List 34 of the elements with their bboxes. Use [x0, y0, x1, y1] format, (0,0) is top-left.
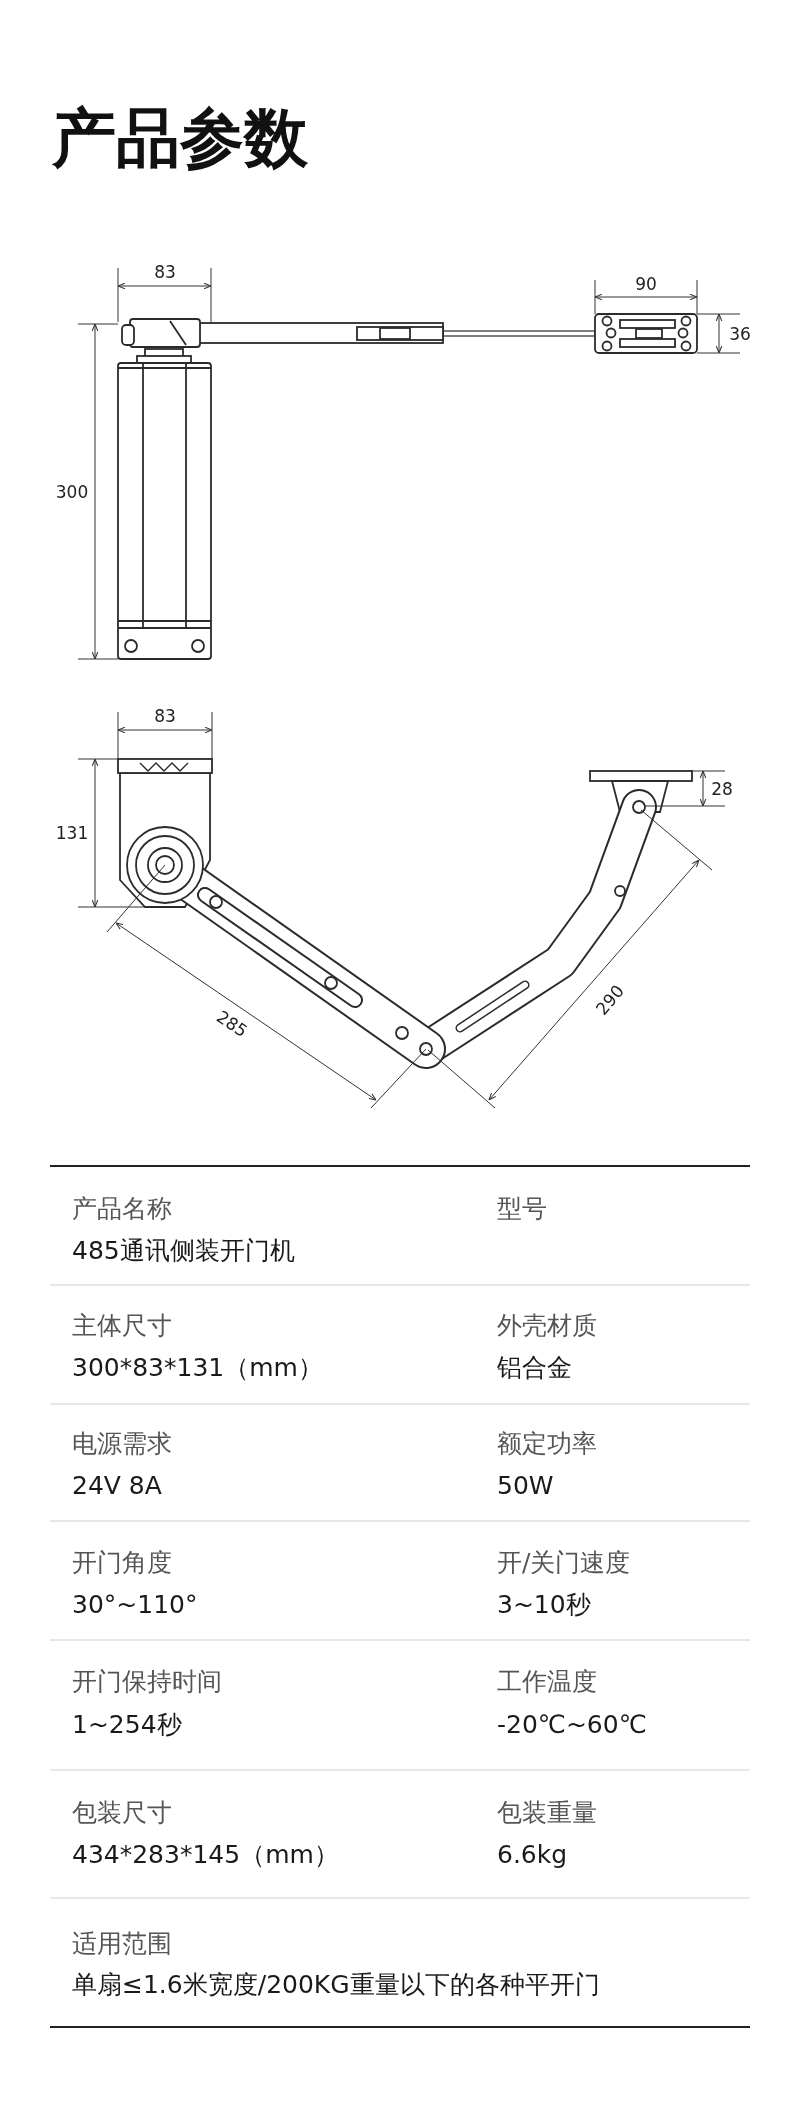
spec-value: 3~10秒 — [497, 1590, 591, 1620]
spec-label: 包装重量 — [497, 1798, 597, 1828]
spec-value: 铝合金 — [497, 1353, 572, 1383]
spec-label: 产品名称 — [72, 1194, 172, 1224]
spec-label: 适用范围 — [72, 1929, 172, 1959]
spec-value: 单扇≤1.6米宽度/200KG重量以下的各种平开门 — [72, 1970, 600, 2000]
spec-value: 1~254秒 — [72, 1710, 182, 1740]
spec-value: -20℃~60℃ — [497, 1710, 647, 1740]
spec-label: 外壳材质 — [497, 1311, 597, 1341]
dimension-label: 131 — [55, 822, 89, 844]
spec-value: 6.6kg — [497, 1840, 568, 1870]
spec-label: 额定功率 — [497, 1429, 597, 1459]
page-title: 产品参数 — [52, 100, 308, 177]
dimension-label: 28 — [711, 778, 733, 800]
spec-value: 30°~110° — [72, 1590, 198, 1620]
spec-label: 开/关门速度 — [497, 1548, 631, 1578]
spec-label: 开门角度 — [72, 1548, 172, 1578]
spec-value: 434*283*145（mm） — [72, 1840, 339, 1870]
spec-value: 50W — [497, 1471, 554, 1501]
dimension-label: 285 — [212, 1006, 252, 1042]
spec-value: 485通讯侧装开门机 — [72, 1236, 295, 1266]
spec-label: 型号 — [497, 1194, 547, 1224]
spec-value: 24V 8A — [72, 1471, 162, 1501]
spec-label: 包装尺寸 — [72, 1798, 172, 1828]
dimension-label: 300 — [55, 481, 89, 503]
dimension-label: 83 — [154, 705, 176, 727]
spec-label: 电源需求 — [72, 1429, 172, 1459]
spec-label: 开门保持时间 — [72, 1667, 222, 1697]
spec-label: 主体尺寸 — [72, 1311, 172, 1341]
spec-label: 工作温度 — [497, 1667, 597, 1697]
dimension-label: 36 — [729, 323, 751, 345]
spec-value: 300*83*131（mm） — [72, 1353, 323, 1383]
dimension-label: 90 — [635, 273, 657, 295]
dimension-label: 83 — [154, 261, 176, 283]
